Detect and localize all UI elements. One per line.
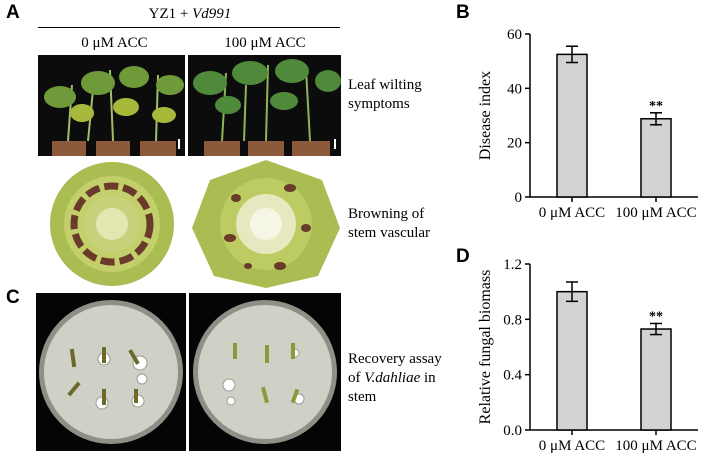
leaf-wilting-caption: Leaf wilting symptoms bbox=[348, 76, 422, 114]
recovery-assay-caption: Recovery assay of V.dahliae in stem bbox=[348, 350, 442, 407]
stem-browning-caption: Browning of stem vascular bbox=[348, 205, 430, 243]
panel-letter-c: C bbox=[6, 287, 20, 308]
bar bbox=[640, 118, 672, 198]
stem-section-illustration-100uM bbox=[192, 160, 340, 288]
treatment-label-prefix: YZ1 + bbox=[148, 6, 193, 22]
bar bbox=[556, 290, 588, 431]
healthy-plants-illustration bbox=[188, 55, 341, 156]
significance-marker: ** bbox=[649, 99, 663, 114]
recovery-caption-line3: stem bbox=[348, 389, 377, 405]
bar bbox=[556, 53, 588, 198]
x-tick-label: 100 μM ACC bbox=[615, 438, 696, 454]
significance-marker: ** bbox=[649, 309, 663, 324]
treatment-underline bbox=[38, 27, 340, 28]
y-tick-label: 0 bbox=[515, 190, 523, 206]
wilting-plants-illustration bbox=[38, 55, 185, 156]
y-tick-label: 20 bbox=[507, 136, 522, 152]
y-tick-label: 0.0 bbox=[503, 423, 522, 439]
stem-section-photo-0uM bbox=[36, 160, 188, 288]
leaf-wilting-caption-line1: Leaf wilting bbox=[348, 77, 422, 93]
leaf-wilting-photo-0uM bbox=[38, 55, 185, 156]
y-tick-label: 40 bbox=[507, 81, 522, 97]
recovery-caption-line2-prefix: of bbox=[348, 370, 365, 386]
petri-dish-illustration-0uM bbox=[36, 293, 186, 451]
y-tick-label: 0.8 bbox=[503, 312, 522, 328]
recovery-caption-species: V.dahliae bbox=[364, 370, 421, 386]
panel-letter-a: A bbox=[6, 2, 20, 23]
group-label-0: 0 μM ACC bbox=[81, 35, 148, 51]
panel-letter-d: D bbox=[456, 246, 470, 267]
y-tick-label: 60 bbox=[507, 27, 522, 43]
recovery-caption-line2: of V.dahliae in bbox=[348, 369, 442, 388]
recovery-caption-line2-suffix: in bbox=[420, 370, 436, 386]
stem-section-illustration-0uM bbox=[50, 162, 174, 286]
recovery-plate-0uM bbox=[36, 293, 186, 451]
stem-section-photo-100uM bbox=[190, 158, 342, 290]
x-tick-label: 0 μM ACC bbox=[539, 438, 605, 454]
treatment-label: YZ1 + Vd991 bbox=[40, 6, 340, 23]
leaf-wilting-photo-100uM bbox=[188, 55, 341, 156]
y-tick-label: 0.4 bbox=[503, 368, 522, 384]
leaf-wilting-caption-line2: symptoms bbox=[348, 96, 410, 112]
petri-dish-illustration-100uM bbox=[189, 293, 341, 451]
recovery-caption-line1: Recovery assay bbox=[348, 351, 442, 367]
stem-browning-caption-line2: stem vascular bbox=[348, 225, 431, 241]
x-tick-label: 100 μM ACC bbox=[615, 205, 696, 221]
panel-letter-b: B bbox=[456, 2, 470, 23]
stem-browning-caption-line1: Browning of bbox=[348, 206, 425, 222]
y-axis-label: Disease index bbox=[477, 71, 494, 160]
x-tick-label: 0 μM ACC bbox=[539, 205, 605, 221]
treatment-label-strain: Vd991 bbox=[192, 6, 232, 22]
bar bbox=[640, 328, 672, 431]
y-axis-label: Relative fungal biomass bbox=[477, 270, 494, 425]
y-tick-label: 1.2 bbox=[503, 257, 522, 273]
group-label-1: 100 μM ACC bbox=[224, 35, 306, 51]
recovery-plate-100uM bbox=[189, 293, 341, 451]
